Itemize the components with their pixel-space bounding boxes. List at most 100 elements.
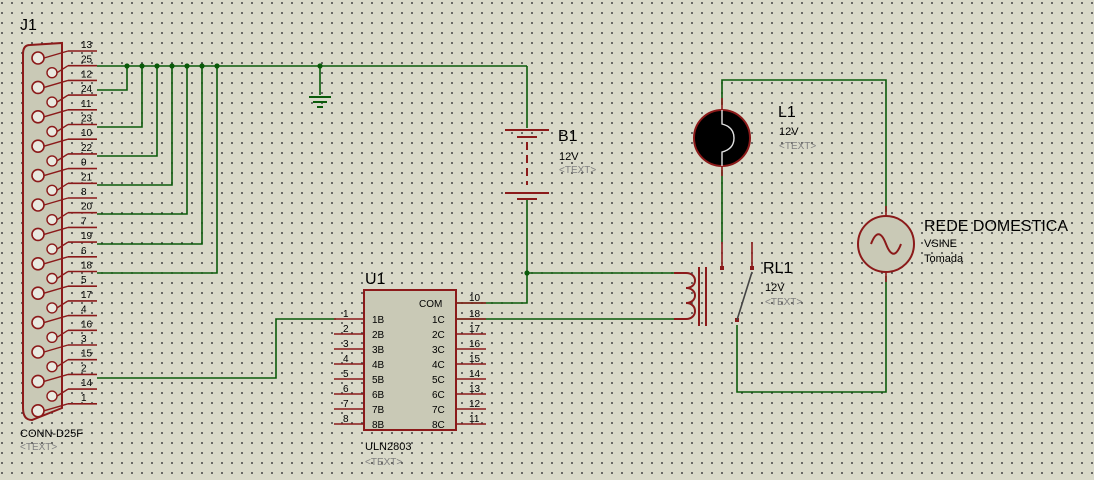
connector-socket-lead <box>43 314 69 324</box>
driver-u1[interactable]: U1 COM 10 11B22B33B44B55B66B77B88B181C17… <box>334 271 486 468</box>
connector-pin-number: 8 <box>81 187 87 198</box>
connector-socket <box>46 155 58 167</box>
connector-socket-lead <box>56 153 69 162</box>
connector-socket <box>46 243 58 255</box>
driver-input-pin: 7 <box>343 399 349 410</box>
wire-pin-18 <box>97 66 218 274</box>
connector-socket-lead <box>56 241 69 250</box>
driver-com-label: COM <box>419 299 442 310</box>
driver-output-label: 3C <box>432 345 445 356</box>
junction-dot <box>124 63 130 69</box>
battery-ref: B1 <box>558 128 578 145</box>
connector-socket-lead <box>43 167 69 177</box>
relay-text-placeholder: <TEXT> <box>765 297 802 308</box>
connector-socket <box>46 96 58 108</box>
battery-value: 12V <box>559 151 579 163</box>
relay-ref: RL1 <box>763 260 792 277</box>
connector-pin-number: 2 <box>81 363 87 374</box>
connector-pin-number: 4 <box>81 305 87 316</box>
connector-pin-number: 21 <box>81 172 93 183</box>
wire-pin-20 <box>97 66 188 215</box>
wire-pin-21 <box>97 66 173 186</box>
driver-output-pin: 13 <box>469 384 481 395</box>
connector-socket <box>46 184 58 197</box>
connector-socket <box>31 198 45 212</box>
wire-pin-24 <box>97 66 128 91</box>
connector-pin-number: 6 <box>81 246 87 257</box>
connector-pin-number: 5 <box>81 275 87 286</box>
source-to-relay-wire <box>736 276 887 393</box>
connector-pin-number: 7 <box>81 216 87 227</box>
connector-socket <box>31 256 45 271</box>
junction-dot <box>199 63 205 69</box>
connector-socket-lead <box>56 359 69 368</box>
driver-input-pin: 1 <box>343 309 349 320</box>
driver-output-pin: 18 <box>469 309 481 320</box>
driver-input-pin: 8 <box>343 414 349 425</box>
connector-pin-number: 19 <box>81 231 93 242</box>
connector-socket-lead <box>56 270 69 280</box>
driver-input-pin: 4 <box>343 354 349 365</box>
connector-pin-number: 24 <box>81 84 93 95</box>
driver-input-label: 8B <box>372 420 385 431</box>
connector-socket-lead <box>43 197 69 206</box>
connector-socket-lead <box>43 373 69 383</box>
relay-rl1[interactable]: RL1 12V <TEXT> <box>674 242 802 326</box>
junction-dot <box>524 270 530 276</box>
connector-socket-lead <box>56 65 69 74</box>
connector-socket-lead <box>43 109 69 118</box>
driver-output-label: 2C <box>432 330 445 341</box>
lamp-l1[interactable]: L1 12V <TEXT> <box>693 98 816 176</box>
connector-pin-number: 3 <box>81 334 87 345</box>
connector-pin-number: 14 <box>81 378 93 389</box>
relay-contact-no <box>750 266 754 270</box>
connector-socket-lead <box>43 50 69 59</box>
source-ref: REDE DOMESTICA <box>924 218 1068 235</box>
driver-output-label: 1C <box>432 315 445 326</box>
relay-value: 12V <box>765 282 785 294</box>
connector-pin-number: 16 <box>81 319 93 330</box>
relay-contact-nc <box>720 266 724 270</box>
connector-socket <box>46 331 58 343</box>
connector-socket-lead <box>56 123 69 133</box>
lamp-to-source-wire <box>721 79 887 212</box>
wire-pin-19 <box>97 66 203 245</box>
connector-text-placeholder: <TEXT> <box>20 442 57 453</box>
driver-part: ULN2803 <box>365 441 411 453</box>
connector-socket <box>31 403 45 418</box>
junction-dot <box>139 63 145 69</box>
connector-socket-lead <box>56 329 69 338</box>
battery-to-com-wire <box>456 200 528 304</box>
connector-pin-number: 1 <box>81 393 87 404</box>
connector-j1[interactable]: J1 1325122411231022921820719618517416315… <box>20 17 97 453</box>
lamp-ref: L1 <box>778 104 796 121</box>
junction-dot <box>154 63 160 69</box>
connector-socket <box>31 227 45 242</box>
connector-part: CONN-D25F <box>20 428 83 440</box>
connector-pin-number: 23 <box>81 114 93 125</box>
connector-pin-number: 25 <box>81 55 93 66</box>
connector-pin-number: 15 <box>81 349 93 360</box>
driver-output-pin: 12 <box>469 399 481 410</box>
driver-output-label: 5C <box>432 375 445 386</box>
ground-symbol[interactable] <box>309 96 331 108</box>
driver-output-pin: 15 <box>469 354 481 365</box>
ac-source[interactable]: REDE DOMESTICA VSINE Tomada <box>857 206 1068 282</box>
junction-dot <box>214 63 220 69</box>
connector-pin-number: 13 <box>81 40 93 51</box>
driver-output-label: 6C <box>432 390 445 401</box>
driver-output-label: 4C <box>432 360 445 371</box>
connector-pin-number: 9 <box>81 158 87 169</box>
driver-input-label: 6B <box>372 390 385 401</box>
driver-input-pin: 5 <box>343 369 349 380</box>
driver-output-pin: 14 <box>469 369 481 380</box>
relay-coil <box>674 272 696 320</box>
driver-output-pin: 11 <box>469 414 480 425</box>
connector-socket <box>46 302 58 314</box>
connector-socket-lead <box>43 226 69 236</box>
connector-pin-number: 12 <box>81 69 93 80</box>
connector-socket-lead <box>43 403 69 412</box>
connector-socket-lead <box>56 300 69 309</box>
battery-b1[interactable]: B1 12V <TEXT> <box>505 128 596 200</box>
lamp-text-placeholder: <TEXT> <box>779 141 816 152</box>
